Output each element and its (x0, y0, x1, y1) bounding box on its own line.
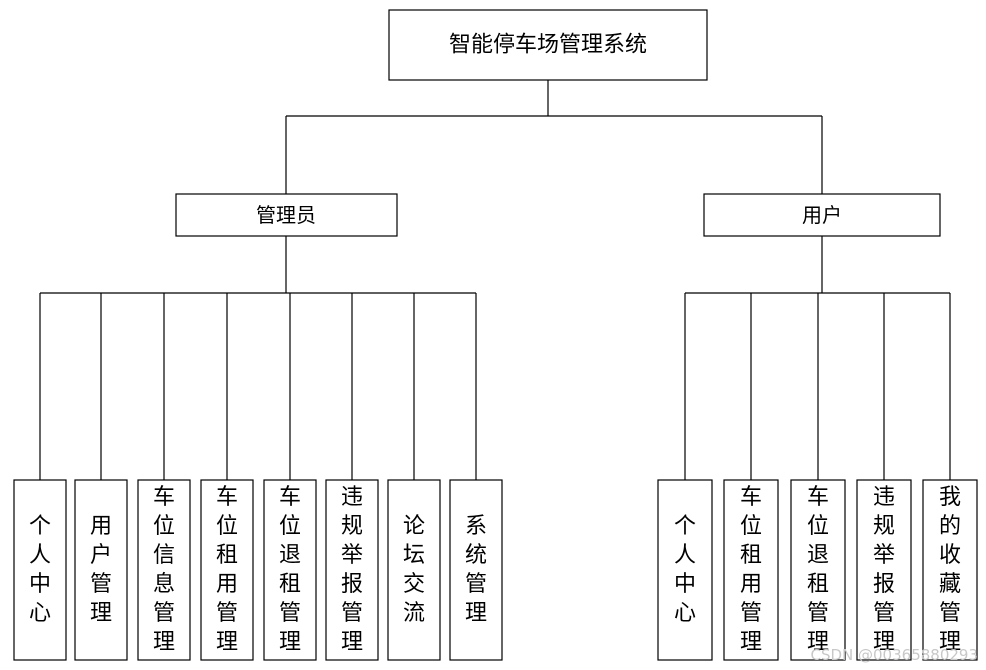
leaf-label: 我的收藏管理 (939, 485, 961, 655)
root-label: 智能停车场管理系统 (449, 33, 647, 58)
connector-lines (39, 80, 951, 480)
leaf-box (325, 479, 379, 661)
branch-label-admin: 管理员 (256, 203, 316, 227)
leaf-node-user-1: 车位租用管理 (723, 479, 779, 661)
leaf-box (200, 479, 254, 661)
leaf-label: 车位租用管理 (216, 485, 238, 655)
leaf-box (263, 479, 317, 661)
watermark-text: CSDN @00365880293 (810, 646, 978, 664)
leaf-node-admin-2: 车位信息管理 (137, 479, 191, 661)
leaf-node-admin-0: 个人中心 (13, 479, 67, 661)
leaf-label: 车位退租管理 (279, 485, 301, 655)
leaf-node-user-3: 违规举报管理 (856, 479, 912, 661)
leaf-node-user-4: 我的收藏管理 (922, 479, 978, 661)
leaf-label: 车位信息管理 (153, 485, 175, 655)
leaf-box (137, 479, 191, 661)
branch-node-admin: 管理员 (175, 193, 398, 237)
leaf-box (74, 479, 128, 661)
leaf-node-admin-6: 论坛交流 (387, 479, 441, 661)
leaf-box (856, 479, 912, 661)
leaf-box (922, 479, 978, 661)
leaf-box (449, 479, 503, 661)
leaf-node-user-2: 车位退租管理 (790, 479, 846, 661)
leaf-label: 系统管理 (465, 514, 487, 626)
leaf-label: 论坛交流 (403, 514, 425, 626)
leaf-node-admin-1: 用户管理 (74, 479, 128, 661)
branch-box-admin (175, 193, 398, 237)
leaf-node-user-0: 个人中心 (657, 479, 713, 661)
leaf-label: 车位退租管理 (807, 485, 829, 655)
leaf-box (723, 479, 779, 661)
branch-box-user (703, 193, 941, 237)
leaf-label: 违规举报管理 (873, 485, 895, 655)
leaf-node-admin-5: 违规举报管理 (325, 479, 379, 661)
leaf-label: 车位租用管理 (740, 485, 762, 655)
branch-label-user: 用户 (802, 203, 842, 227)
leaf-node-admin-4: 车位退租管理 (263, 479, 317, 661)
leaf-label: 违规举报管理 (341, 485, 363, 655)
leaf-node-admin-7: 系统管理 (449, 479, 503, 661)
leaf-box (387, 479, 441, 661)
leaf-box (790, 479, 846, 661)
leaf-box (657, 479, 713, 661)
branch-node-user: 用户 (703, 193, 941, 237)
leaf-node-admin-3: 车位租用管理 (200, 479, 254, 661)
root-node: 智能停车场管理系统 (388, 9, 708, 81)
leaf-label: 个人中心 (674, 514, 696, 626)
root-box (388, 9, 708, 81)
leaf-label: 用户管理 (90, 514, 112, 626)
leaf-box (13, 479, 67, 661)
leaf-label: 个人中心 (29, 514, 51, 626)
